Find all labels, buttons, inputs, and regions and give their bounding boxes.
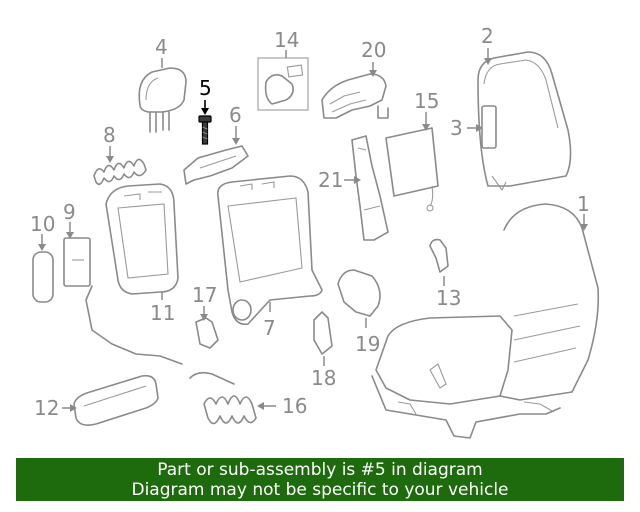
part-vertical-trim (351, 135, 389, 241)
part-side-shield (313, 311, 333, 355)
part-bracket (321, 73, 389, 119)
part-bolt-highlighted (198, 115, 212, 145)
callout-11: 11 (150, 301, 175, 325)
part-pocket (481, 105, 497, 149)
callout-8: 8 (103, 123, 116, 147)
banner-line-1: Part or sub-assembly is #5 in diagram (157, 460, 483, 480)
part-side-pad (32, 251, 54, 303)
callout-16: 16 (282, 394, 307, 418)
callout-6: 6 (229, 103, 242, 127)
part-heating-pad (385, 127, 439, 212)
callout-20: 20 (361, 38, 386, 62)
exploded-parts-diagram: 4 5 14 20 2 3 (30, 24, 600, 439)
part-seatback-pad (105, 183, 179, 295)
callout-15: 15 (414, 89, 439, 113)
callout-5: 5 (199, 76, 212, 100)
part-seat-assembly (371, 203, 600, 439)
callout-1: 1 (577, 192, 590, 216)
callout-3: 3 (450, 116, 463, 140)
part-lever (429, 238, 449, 273)
arrow-5 (201, 108, 209, 115)
part-cover (337, 269, 381, 317)
part-cushion-pad (73, 374, 159, 426)
callout-7: 7 (263, 316, 276, 340)
callout-2: 2 (481, 24, 494, 48)
callout-10: 10 (30, 212, 55, 236)
part-side-bracket (183, 145, 249, 185)
part-insert-box (257, 57, 309, 111)
callout-21: 21 (318, 168, 343, 192)
callout-13: 13 (436, 286, 461, 310)
info-banner: Part or sub-assembly is #5 in diagram Di… (16, 458, 624, 501)
part-seatback-panel (477, 51, 572, 192)
callout-17: 17 (192, 283, 217, 307)
callout-19: 19 (355, 332, 380, 356)
callout-18: 18 (311, 366, 336, 390)
part-seatback-frame (216, 175, 323, 326)
banner-line-2: Diagram may not be specific to your vehi… (131, 480, 509, 500)
part-headrest (138, 67, 187, 133)
part-spring (93, 158, 147, 186)
callout-14: 14 (274, 28, 299, 52)
callout-12: 12 (34, 396, 59, 420)
callout-4: 4 (155, 35, 168, 59)
part-clip (195, 317, 219, 349)
part-module-cable (63, 237, 183, 365)
callout-9: 9 (63, 200, 76, 224)
part-harness-springs (189, 371, 257, 425)
